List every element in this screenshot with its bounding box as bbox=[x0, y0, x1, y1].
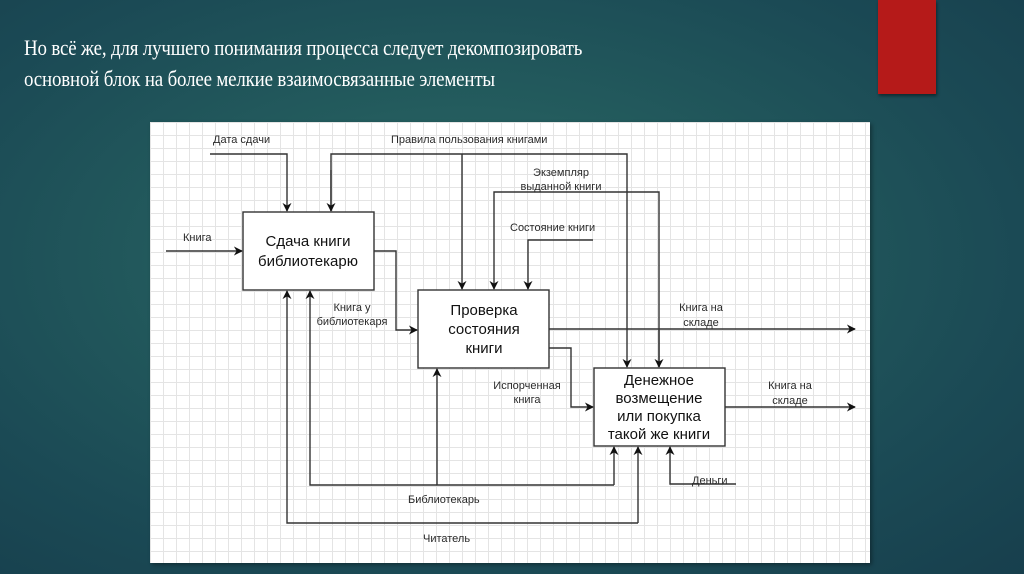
block-a2-line-1: Проверка bbox=[450, 302, 518, 319]
label-mechanism-librarian: Библиотекарь bbox=[408, 494, 480, 506]
label-control-copy-line-1: Экземпляр bbox=[533, 167, 589, 179]
block-a1-line-2: библиотекарю bbox=[258, 253, 358, 270]
block-a3-line-4: такой же книги bbox=[608, 426, 710, 443]
block-a1-line-1: Сдача книги bbox=[266, 233, 351, 250]
accent-bar bbox=[878, 0, 936, 94]
slide-title: Но всё же, для лучшего понимания процесс… bbox=[24, 32, 746, 94]
arrow-mechanism-librarian-a1 bbox=[305, 290, 614, 486]
label-spoiled-book-line-1: Испорченная bbox=[493, 380, 560, 392]
label-output-warehouse-1-line-2: складе bbox=[683, 317, 719, 329]
label-control-date: Дата сдачи bbox=[213, 134, 270, 146]
label-control-copy-line-2: выданной книги bbox=[521, 181, 602, 193]
block-a3-line-3: или покупка bbox=[617, 408, 701, 425]
arrow-control-copy-a2 bbox=[489, 191, 660, 367]
block-a1: Сдача книги библиотекарю bbox=[242, 211, 375, 291]
block-a3: Денежное возмещение или покупка такой же… bbox=[593, 367, 726, 447]
label-mechanism-money: Деньги bbox=[692, 475, 728, 487]
block-a3-line-1: Денежное bbox=[624, 372, 694, 389]
label-book-at-librarian-line-2: библиотекаря bbox=[317, 316, 388, 328]
slide-title-line-1: Но всё же, для лучшего понимания процесс… bbox=[24, 35, 583, 60]
label-output-warehouse-2-line-1: Книга на bbox=[768, 380, 813, 392]
label-book-at-librarian-line-1: Книга у bbox=[333, 302, 371, 314]
arrow-spoiled-book bbox=[549, 347, 594, 412]
label-control-rules: Правила пользования книгами bbox=[391, 134, 547, 146]
block-a2-line-3: книги bbox=[465, 340, 502, 357]
slide-title-line-2: основной блок на более мелкие взаимосвяз… bbox=[24, 66, 495, 91]
arrow-control-state bbox=[523, 239, 593, 290]
label-spoiled-book-line-2: книга bbox=[514, 394, 542, 406]
label-mechanism-reader: Читатель bbox=[423, 533, 470, 545]
block-a3-line-2: возмещение bbox=[615, 390, 702, 407]
label-output-warehouse-2-line-2: складе bbox=[772, 395, 808, 407]
block-a2: Проверка состояния книги bbox=[417, 289, 550, 369]
arrow-book-at-librarian bbox=[374, 250, 418, 335]
block-a2-line-2: состояния bbox=[448, 321, 519, 338]
arrow-control-date bbox=[210, 153, 292, 212]
label-control-state: Состояние книги bbox=[510, 222, 595, 234]
arrow-mechanism-reader-a1 bbox=[282, 290, 638, 524]
arrow-mechanism-money bbox=[665, 446, 736, 485]
label-output-warehouse-1-line-1: Книга на bbox=[679, 302, 724, 314]
label-input-book: Книга bbox=[183, 232, 212, 244]
